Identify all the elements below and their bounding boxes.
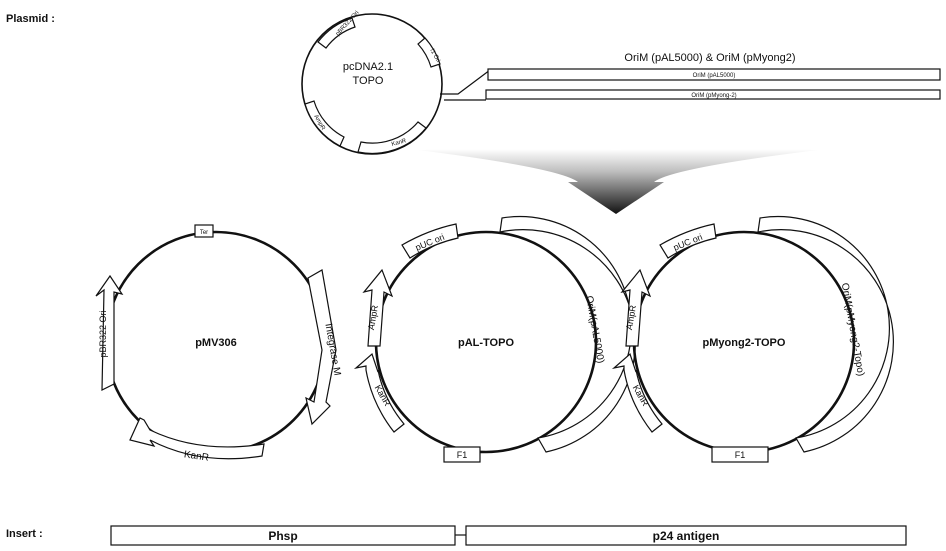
plasmid-pmv306: Ter pBR322 Ori Integrase M KanR pMV306: [95, 224, 342, 464]
plasmid-feature-label: AmpR: [624, 304, 638, 331]
plasmid-feature-f1: [443, 446, 481, 463]
source-feature-f1ori: [417, 37, 441, 68]
insert-segment-label: Phsp: [268, 529, 297, 543]
insert-construct: Phsp p24 antigen: [110, 525, 907, 546]
plasmid-pal-topo: pUC ori AmpR KanR F1 OriM(pAL5000) pAL-T…: [353, 215, 636, 463]
plasmid-pmyong2-topo: pUC ori AmpR KanR F1 OriM(pMyong2-Topo) …: [611, 215, 894, 463]
plasmid-name: pMV306: [195, 337, 237, 349]
plasmid-feature-kanr: [129, 417, 265, 460]
ori-panel-title: OriM (pAL5000) & OriM (pMyong2): [624, 52, 795, 64]
source-plasmid-name-line2: TOPO: [353, 75, 384, 87]
plasmid-feature-puc: [401, 223, 459, 259]
plasmid-feature-ter: [194, 224, 214, 238]
plasmid-feature-pbr322: [95, 274, 124, 391]
ori-panel: OriM (pAL5000) & OriM (pMyong2) OriM (pA…: [485, 52, 941, 100]
plasmid-feature-kanr: [611, 352, 663, 433]
transformation-arrow-icon: [418, 149, 818, 214]
insert-section-label: Insert :: [6, 528, 43, 540]
insert-segment-p24: [465, 525, 907, 546]
plasmid-feature-label: F1: [457, 450, 468, 460]
insert-segment-label: p24 antigen: [653, 529, 720, 543]
source-feature-pbr322: [317, 17, 356, 49]
plasmid-feature-f1: [711, 446, 769, 463]
plasmid-feature-label: Ter: [200, 230, 208, 236]
source-plasmid-name: pcDNA2.1: [343, 61, 393, 73]
ori-bar-label: OriM (pMyong-2): [691, 93, 736, 99]
plasmid-section-label: Plasmid :: [6, 13, 55, 25]
ori-connector-line: [440, 69, 491, 95]
plasmid-feature-kanr: [353, 352, 405, 433]
plasmid-feature-puc: [659, 223, 717, 259]
plasmid-name: pMyong2-TOPO: [703, 337, 786, 349]
ori-bar: [487, 68, 941, 81]
plasmid-feature-ampr: [362, 268, 394, 347]
plasmid-name: pAL-TOPO: [458, 337, 514, 349]
ori-bar: [485, 89, 941, 100]
source-plasmid: pBR322 Ori f1 Ori AmpR KanR pcDNA2.1 TOP…: [301, 10, 443, 155]
plasmid-feature-label: pBR322 Ori: [98, 310, 108, 357]
plasmid-feature-ampr: [620, 268, 652, 347]
plasmid-feature-label: KanR: [183, 449, 209, 463]
source-feature-ampr: [304, 100, 345, 147]
source-feature-label: KanR: [391, 138, 408, 148]
plasmid-feature-label: OriM(pAL5000): [583, 295, 606, 364]
ori-bar-label: OriM (pAL5000): [693, 73, 736, 79]
plasmid-feature-orim: [499, 215, 636, 453]
plasmid-feature-label: AmpR: [366, 304, 380, 331]
plasmid-feature-integrase: [305, 269, 337, 426]
plasmid-feature-label: F1: [735, 450, 746, 460]
plasmid-feature-orim: [757, 215, 894, 453]
source-feature-kanr: [357, 121, 427, 155]
